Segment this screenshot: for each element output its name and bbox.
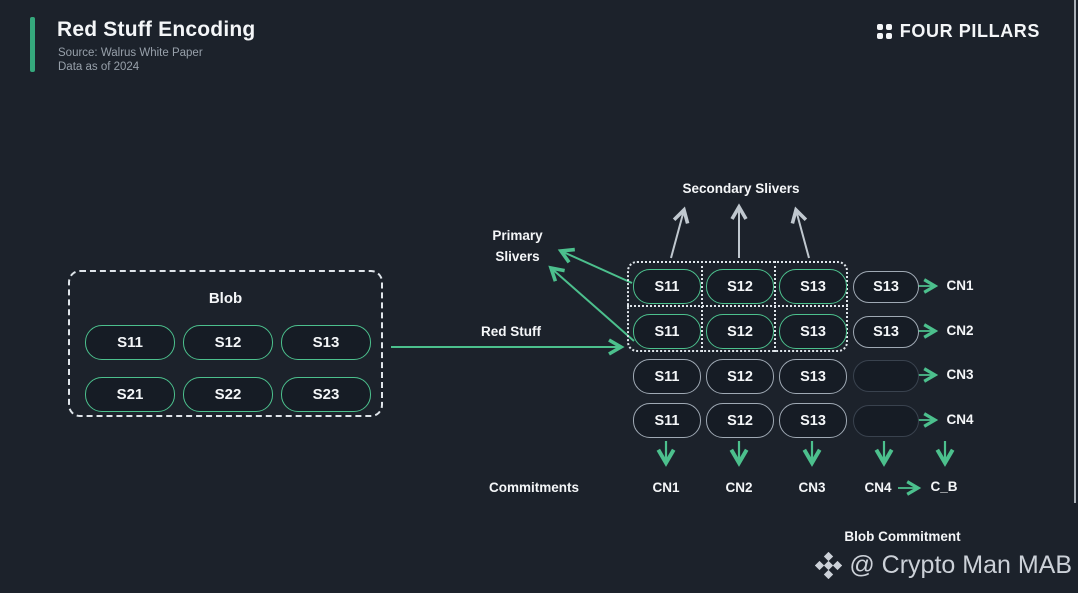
watermark-text: @ Crypto Man MAB (849, 551, 1072, 579)
node-label-cn2: CN2 (946, 323, 974, 338)
brand-name: FOUR PILLARS (899, 21, 1040, 41)
date-line: Data as of 2024 (58, 61, 140, 73)
page-title: Red Stuff Encoding (57, 18, 256, 41)
node-pill: S13 (853, 271, 919, 303)
node-label-cn4: CN4 (946, 412, 974, 427)
node-pill: S13 (853, 316, 919, 348)
title-accent-bar (30, 17, 35, 72)
blob-commitment-label: Blob Commitment (844, 529, 961, 544)
sliver-pill: S13 (779, 314, 847, 349)
sliver-pill: S12 (706, 269, 774, 304)
sliver-pill: S12 (706, 314, 774, 349)
right-edge-line (1074, 0, 1076, 503)
brand-logo: FOUR PILLARS (876, 21, 1040, 42)
sliver-pill: S11 (633, 314, 701, 349)
sliver-pill: S11 (633, 403, 701, 438)
secondary-sliver-arrow-3 (790, 206, 810, 259)
watermark: @ Crypto Man MAB (815, 551, 1072, 580)
sliver-pill: S11 (633, 269, 701, 304)
primary-slivers-line2: Slivers (495, 249, 540, 264)
commitment-label-cn3: CN3 (798, 480, 826, 495)
blob-pill: S23 (281, 377, 371, 412)
source-line: Source: Walrus White Paper (58, 47, 203, 59)
sliver-pill: S13 (779, 403, 847, 438)
four-dots-icon (876, 24, 892, 39)
red-stuff-label: Red Stuff (481, 324, 541, 339)
secondary-sliver-arrow-1 (670, 206, 690, 259)
blob-pill: S11 (85, 325, 175, 360)
commitments-label: Commitments (488, 480, 579, 495)
sliver-pill: S13 (779, 359, 847, 394)
sliver-pill: S11 (633, 359, 701, 394)
blob-pill: S21 (85, 377, 175, 412)
blob-box (68, 270, 383, 417)
blob-pill: S13 (281, 325, 371, 360)
blob-title: Blob (208, 290, 243, 307)
sliver-pill: S13 (779, 269, 847, 304)
primary-slivers-line1: Primary (492, 228, 543, 243)
sliver-pill: S12 (706, 359, 774, 394)
primary-sliver-arrow-bottom (548, 265, 635, 342)
node-label-cn1: CN1 (946, 278, 974, 293)
node-label-cn3: CN3 (946, 367, 974, 382)
binance-diamond-icon (815, 552, 843, 579)
commitment-label-cn2: CN2 (725, 480, 753, 495)
blob-pill: S22 (183, 377, 273, 412)
blob-pill: S12 (183, 325, 273, 360)
secondary-slivers-label: Secondary Slivers (682, 181, 800, 196)
commitment-label-cn4: CN4 (864, 480, 892, 495)
primary-sliver-arrow-top (557, 247, 633, 284)
commitment-label-cn1: CN1 (652, 480, 680, 495)
node-pill-empty (853, 405, 919, 437)
node-pill-empty (853, 360, 919, 392)
grid-row-divider (627, 305, 848, 307)
primary-slivers-label: Primary Slivers (470, 225, 565, 267)
sliver-pill: S12 (706, 403, 774, 438)
cb-label: C_B (930, 479, 958, 494)
